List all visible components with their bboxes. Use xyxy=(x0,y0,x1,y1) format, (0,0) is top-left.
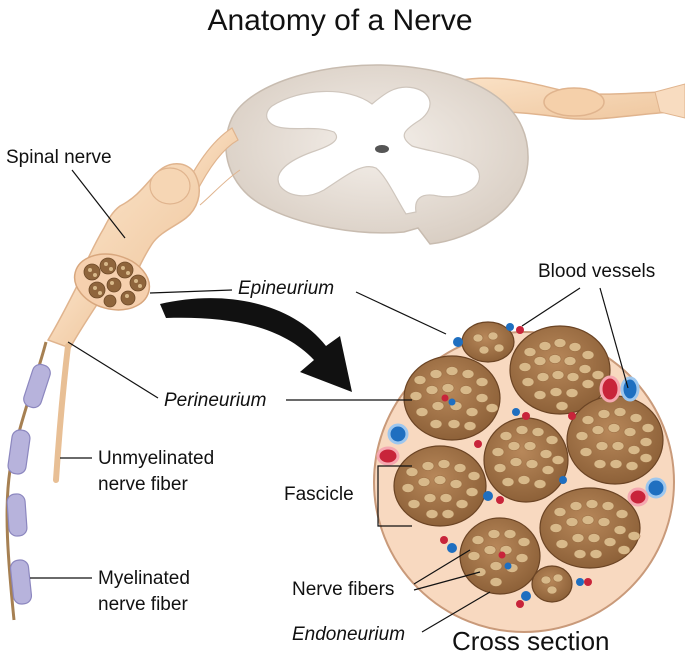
label-perineurium: Perineurium xyxy=(164,390,266,411)
direction-arrow xyxy=(160,298,352,392)
label-unmyelinated-line1: Unmyelinated xyxy=(98,448,214,469)
myelinated-fiber xyxy=(5,341,51,621)
blood-vessels xyxy=(376,323,667,608)
unmyelinated-fiber xyxy=(53,343,71,483)
spinal-nerve-trunk xyxy=(46,163,200,349)
label-nerve-fibers: Nerve fibers xyxy=(292,579,394,600)
label-spinal-nerve: Spinal nerve xyxy=(6,147,112,168)
label-myelinated-line2: nerve fiber xyxy=(98,594,188,615)
label-fascicle: Fascicle xyxy=(284,484,354,505)
label-unmyelinated-line2: nerve fiber xyxy=(98,474,188,495)
label-epineurium: Epineurium xyxy=(238,278,334,299)
label-blood-vessels: Blood vessels xyxy=(538,261,655,282)
cross-section xyxy=(373,321,675,633)
label-endoneurium: Endoneurium xyxy=(292,624,405,645)
spinal-cord xyxy=(181,64,685,245)
leader-lines xyxy=(30,169,629,633)
label-myelinated-line1: Myelinated xyxy=(98,568,190,589)
diagram-title: Anatomy of a Nerve xyxy=(207,4,472,37)
label-cross-section: Cross section xyxy=(452,626,610,654)
